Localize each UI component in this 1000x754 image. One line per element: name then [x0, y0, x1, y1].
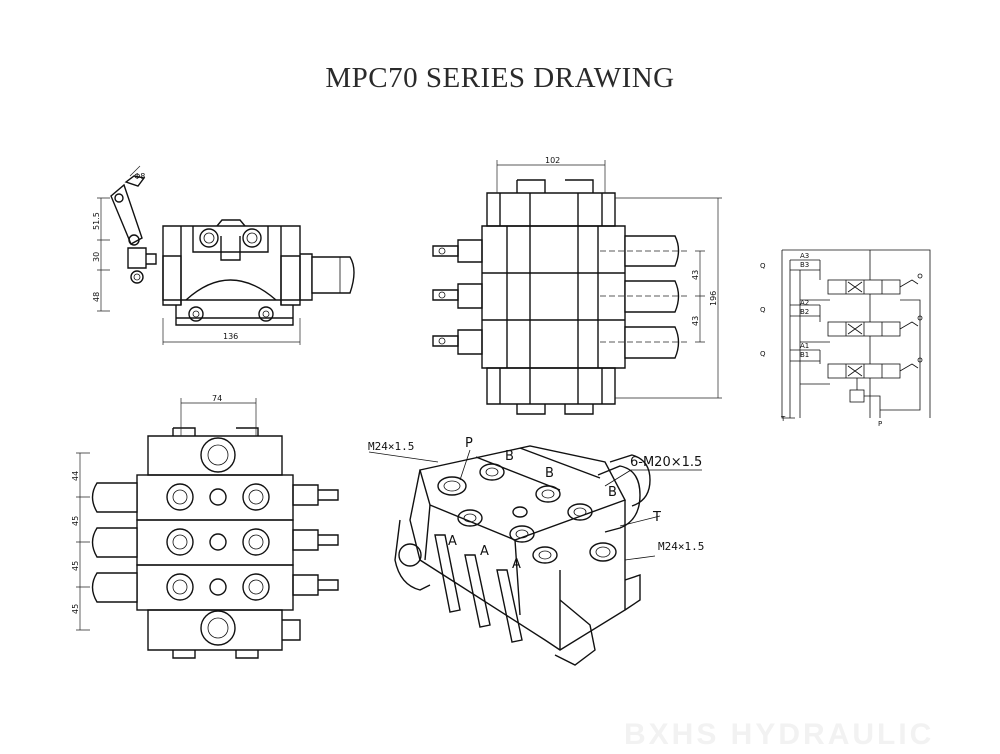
dim-front-v3: 45	[71, 561, 80, 571]
dim-top-width: 102	[545, 156, 560, 165]
port-b3: B3	[800, 261, 809, 269]
isometric-view-drawing: M24×1.5 P B B B 6-M20×1.5 T M24×1.5 A A …	[368, 436, 704, 666]
port-a2: A2	[800, 299, 809, 307]
dim-front-v4: 45	[71, 604, 80, 614]
label-m24-side: M24×1.5	[658, 540, 704, 553]
port-p-schematic: P	[878, 420, 882, 428]
front-view-drawing: 74 44 45 45 45	[71, 394, 339, 659]
page-title: MPC70 SERIES DRAWING	[325, 62, 675, 94]
side-view-drawing: Φ8 51.5 30 48 136	[92, 165, 355, 345]
dim-side-v1: 51.5	[92, 212, 101, 230]
spool-section-1	[827, 357, 923, 379]
spool-section-3	[827, 273, 923, 295]
port-b2: B2	[800, 308, 809, 316]
right-spring-caps	[600, 235, 690, 359]
label-port-b-3: B	[608, 485, 617, 500]
dim-front-v2: 45	[71, 516, 80, 526]
label-port-p: P	[465, 436, 473, 451]
label-port-a-3: A	[512, 557, 521, 572]
dim-top-pitch-2: 43	[691, 316, 700, 326]
dim-front-v1: 44	[71, 471, 80, 481]
dim-side-width: 136	[223, 332, 238, 341]
port-a1: A1	[800, 342, 809, 350]
spool-section-2	[827, 315, 923, 337]
top-view-drawing: 102 43 43 196	[432, 156, 722, 415]
flow-q-1: Q	[760, 262, 766, 270]
port-t-schematic: T	[780, 415, 786, 423]
left-levers	[432, 239, 483, 355]
label-port-a-1: A	[448, 534, 457, 549]
valve-sections	[136, 474, 294, 611]
relief-valve-icon	[849, 389, 865, 403]
dim-phi: Φ8	[134, 172, 145, 181]
dim-top-height: 196	[709, 291, 718, 306]
port-b1: B1	[800, 351, 809, 359]
label-port-spec: 6-M20×1.5	[630, 455, 702, 470]
label-port-a-2: A	[480, 544, 489, 559]
label-port-b-2: B	[545, 466, 554, 481]
label-port-t: T	[652, 510, 661, 525]
dim-top-pitch-1: 43	[691, 270, 700, 280]
label-port-b-1: B	[505, 449, 514, 464]
lever-handle	[110, 175, 157, 284]
dim-side-v2: 30	[92, 252, 101, 262]
port-a3: A3	[800, 252, 809, 260]
flow-q-2: Q	[760, 306, 766, 314]
label-m24-top: M24×1.5	[368, 440, 414, 453]
hydraulic-schematic: A3 B3 A2 B2 A1 B1 Q Q Q T P	[760, 249, 931, 428]
valve-body-side	[162, 219, 355, 326]
flow-q-3: Q	[760, 350, 766, 358]
watermark-text: BXHS HYDRAULIC	[624, 718, 934, 751]
dim-side-v3: 48	[92, 292, 101, 302]
dim-front-width: 74	[212, 394, 222, 403]
